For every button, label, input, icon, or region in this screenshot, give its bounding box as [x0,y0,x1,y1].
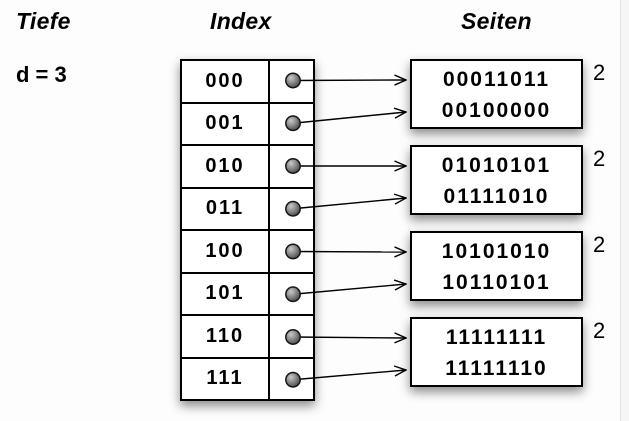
depth-column-title: Tiefe [16,8,71,34]
local-depth-label: 2 [593,60,606,85]
pointer-cell [270,146,313,187]
pointer-cell [270,104,313,145]
slide-edge [620,0,629,421]
index-bits: 001 [182,103,270,144]
index-bits: 100 [182,231,270,272]
index-bits: 101 [182,273,270,314]
index-row: 001 [182,103,313,146]
local-depth-label: 2 [593,318,606,343]
index-table: 000 001 010 011 100 101 110 111 [180,59,315,401]
pointer-cell [270,189,313,230]
page-box: 10101010 10110101 [410,231,583,301]
global-depth-value: d = 3 [16,62,67,87]
index-row: 101 [182,273,313,316]
page-box: 01010101 01111010 [410,145,583,215]
index-row: 111 [182,358,313,400]
pointer-cell [270,316,313,357]
index-bits: 110 [182,316,270,357]
page-entry: 01010101 [441,154,552,177]
pointer-cell [270,61,313,102]
local-depth-label: 2 [593,232,606,257]
pointer-cell [270,274,313,315]
pages-column-title: Seiten [461,8,532,34]
index-row: 100 [182,231,313,274]
local-depth-label: 2 [593,146,606,171]
index-column-title: Index [210,8,272,34]
page-entry: 00011011 [442,68,551,91]
page-box: 11111111 11111110 [410,317,583,387]
page-entry: 10110101 [442,271,551,294]
index-bits: 011 [182,188,270,229]
index-bits: 111 [182,358,270,399]
index-bits: 000 [182,61,270,102]
index-row: 000 [182,61,313,104]
pointer-cell [270,231,313,272]
page-entry: 00100000 [441,99,552,122]
page-entry: 01111010 [443,185,550,208]
index-bits: 010 [182,146,270,187]
index-row: 110 [182,316,313,359]
page-entry: 11111110 [445,357,548,380]
pointer-cell [270,359,313,400]
page-entry: 11111111 [445,326,548,349]
index-row: 011 [182,188,313,231]
page-entry: 10101010 [441,240,552,263]
page-box: 00011011 00100000 [410,59,583,129]
index-row: 010 [182,146,313,189]
